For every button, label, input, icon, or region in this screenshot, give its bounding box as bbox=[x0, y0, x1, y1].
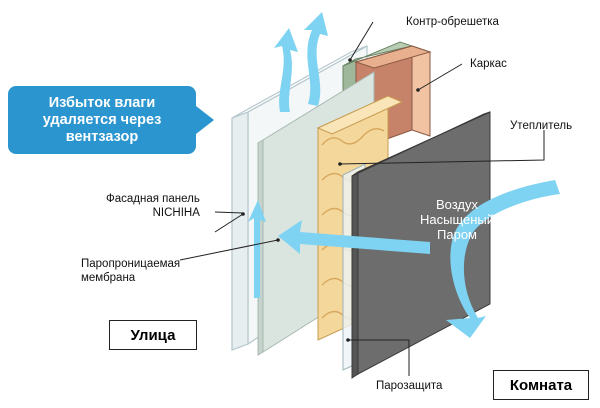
facade-panel-line-1: Фасадная панель bbox=[106, 193, 200, 205]
outside-label: Улица bbox=[130, 326, 176, 344]
air-line-1: Воздух bbox=[436, 197, 479, 212]
vent-up-arrows bbox=[274, 12, 328, 112]
room-air-arrow bbox=[446, 180, 560, 338]
label-vapor-barrier: Парозащита bbox=[376, 380, 443, 392]
gap-up-arrow bbox=[248, 200, 266, 298]
air-line-2: Насыщеный bbox=[420, 212, 495, 227]
callout-line-1: Избыток влаги bbox=[48, 94, 156, 111]
facade-panel-line-2: NICHIHA bbox=[152, 207, 200, 219]
room-label-box: Комната bbox=[493, 370, 589, 400]
label-facade-panel: Фасадная панель NICHIHA bbox=[106, 192, 200, 220]
label-frame: Каркас bbox=[470, 58, 507, 70]
callout-line-3: вентзазор bbox=[65, 128, 139, 145]
label-insulation: Утеплитель bbox=[510, 120, 573, 132]
outside-label-box: Улица bbox=[109, 320, 197, 350]
membrane-line-2: мембрана bbox=[81, 272, 136, 284]
callout-line-2: удаляется через bbox=[42, 111, 162, 128]
air-label: Воздух Насыщеный Паром bbox=[420, 197, 494, 242]
callout-pointer bbox=[196, 106, 214, 134]
air-line-3: Паром bbox=[437, 227, 477, 242]
room-label: Комната bbox=[509, 376, 573, 394]
label-membrane: Паропроницаемая мембрана bbox=[81, 257, 180, 285]
moisture-callout: Избыток влаги удаляется через вентзазор bbox=[8, 86, 196, 154]
membrane-line-1: Паропроницаемая bbox=[81, 258, 181, 270]
diffusion-arrow bbox=[278, 220, 430, 254]
label-counter-batten: Контр-обрешетка bbox=[406, 16, 499, 28]
leader-lines bbox=[179, 21, 545, 376]
